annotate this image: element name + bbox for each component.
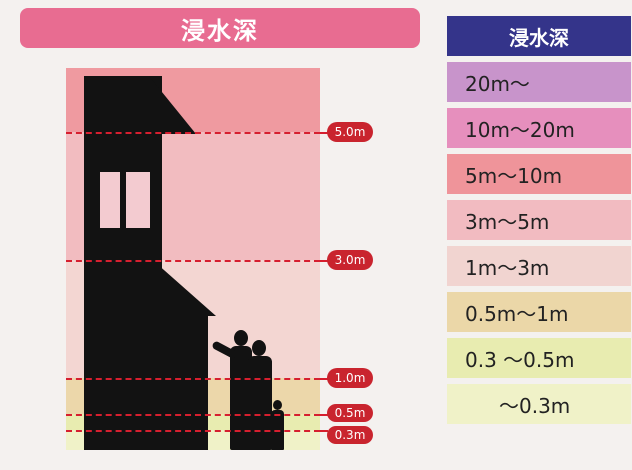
level-badge-0.5m: 0.5m bbox=[327, 404, 373, 422]
level-badge-label: 5.0m bbox=[334, 125, 366, 139]
person-second-head bbox=[252, 340, 266, 356]
level-line-0.3m bbox=[66, 430, 320, 432]
person-adult-head bbox=[234, 330, 248, 346]
level-line-5m bbox=[66, 132, 320, 134]
depth-illustration bbox=[66, 68, 320, 450]
depth-legend: 浸水深 20m〜 10m〜20m 5m〜10m 3m〜5m 1m〜3m 0.5m… bbox=[447, 16, 631, 424]
legend-item-1-3m: 1m〜3m bbox=[447, 246, 631, 286]
legend-item-label: 1m〜3m bbox=[465, 255, 550, 280]
level-badge-label: 0.3m bbox=[334, 428, 366, 442]
house-step bbox=[84, 404, 208, 414]
window-pane-right bbox=[126, 172, 150, 228]
person-second-body bbox=[248, 356, 272, 450]
level-badge-label: 3.0m bbox=[334, 253, 366, 267]
leader-0.3m bbox=[320, 430, 328, 432]
legend-item-0.3-0.5m: 0.3 〜0.5m bbox=[447, 338, 631, 378]
leader-5m bbox=[320, 132, 328, 134]
legend-item-label: 0.5m〜1m bbox=[465, 301, 569, 326]
level-line-3m bbox=[66, 260, 320, 262]
legend-item-label: 〜0.3m bbox=[499, 393, 571, 418]
legend-header-text: 浸水深 bbox=[509, 25, 569, 50]
title-banner: 浸水深 bbox=[20, 8, 420, 48]
legend-item-20m-plus: 20m〜 bbox=[447, 62, 631, 102]
window-pane-left bbox=[100, 172, 120, 228]
level-badge-3m: 3.0m bbox=[327, 250, 373, 270]
legend-item-5-10m: 5m〜10m bbox=[447, 154, 631, 194]
person-child-head bbox=[273, 400, 282, 410]
legend-item-10-20m: 10m〜20m bbox=[447, 108, 631, 148]
level-badge-label: 1.0m bbox=[334, 371, 366, 385]
legend-item-0.5-1m: 0.5m〜1m bbox=[447, 292, 631, 332]
legend-item-label: 5m〜10m bbox=[465, 163, 563, 188]
person-adult-body bbox=[230, 346, 252, 450]
leader-1m bbox=[320, 378, 328, 380]
leader-0.5m bbox=[320, 414, 328, 416]
title-text: 浸水深 bbox=[181, 16, 259, 45]
level-badge-1m: 1.0m bbox=[327, 368, 373, 388]
level-badge-0.3m: 0.3m bbox=[327, 426, 373, 444]
legend-item-label: 0.3 〜0.5m bbox=[465, 347, 575, 372]
level-badge-label: 0.5m bbox=[334, 406, 366, 420]
legend-item-under-0.3m: 〜0.3m bbox=[447, 384, 631, 424]
leader-3m bbox=[320, 260, 328, 262]
legend-item-label: 10m〜20m bbox=[465, 117, 575, 142]
level-line-1m bbox=[66, 378, 320, 380]
legend-item-3-5m: 3m〜5m bbox=[447, 200, 631, 240]
legend-header: 浸水深 bbox=[447, 16, 631, 56]
house-lower-wall bbox=[130, 316, 208, 450]
legend-item-label: 3m〜5m bbox=[465, 209, 550, 234]
level-badge-5m: 5.0m bbox=[327, 122, 373, 142]
legend-item-label: 20m〜 bbox=[465, 71, 530, 96]
level-line-0.5m bbox=[66, 414, 320, 416]
